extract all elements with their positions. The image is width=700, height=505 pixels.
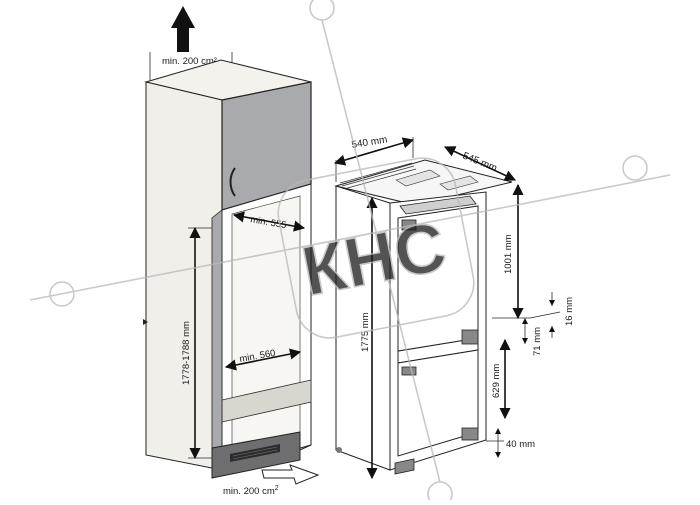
lower-height-label: 629 mm: [491, 364, 502, 398]
gap-16-label: 16 mm: [564, 297, 575, 326]
vent-top-label: min. 200 cm²: [162, 56, 217, 67]
cabinet-niche: min. 200 cm² min. 200 cm2 min. 555: [143, 6, 320, 497]
appliance: 540 mm 545 mm 1775 mm 1001 mm 629 mm 71 …: [333, 134, 575, 480]
vent-bottom-label: min. 200 cm2: [223, 485, 279, 497]
gap-40-label: 40 mm: [506, 439, 535, 450]
gap-71-label: 71 mm: [532, 327, 543, 356]
vent-bottom-arrow: [261, 464, 320, 485]
vent-top-arrow: [171, 6, 195, 52]
upper-height-label: 1001 mm: [503, 234, 514, 274]
niche-height-label: 1778-1788 mm: [181, 321, 192, 385]
